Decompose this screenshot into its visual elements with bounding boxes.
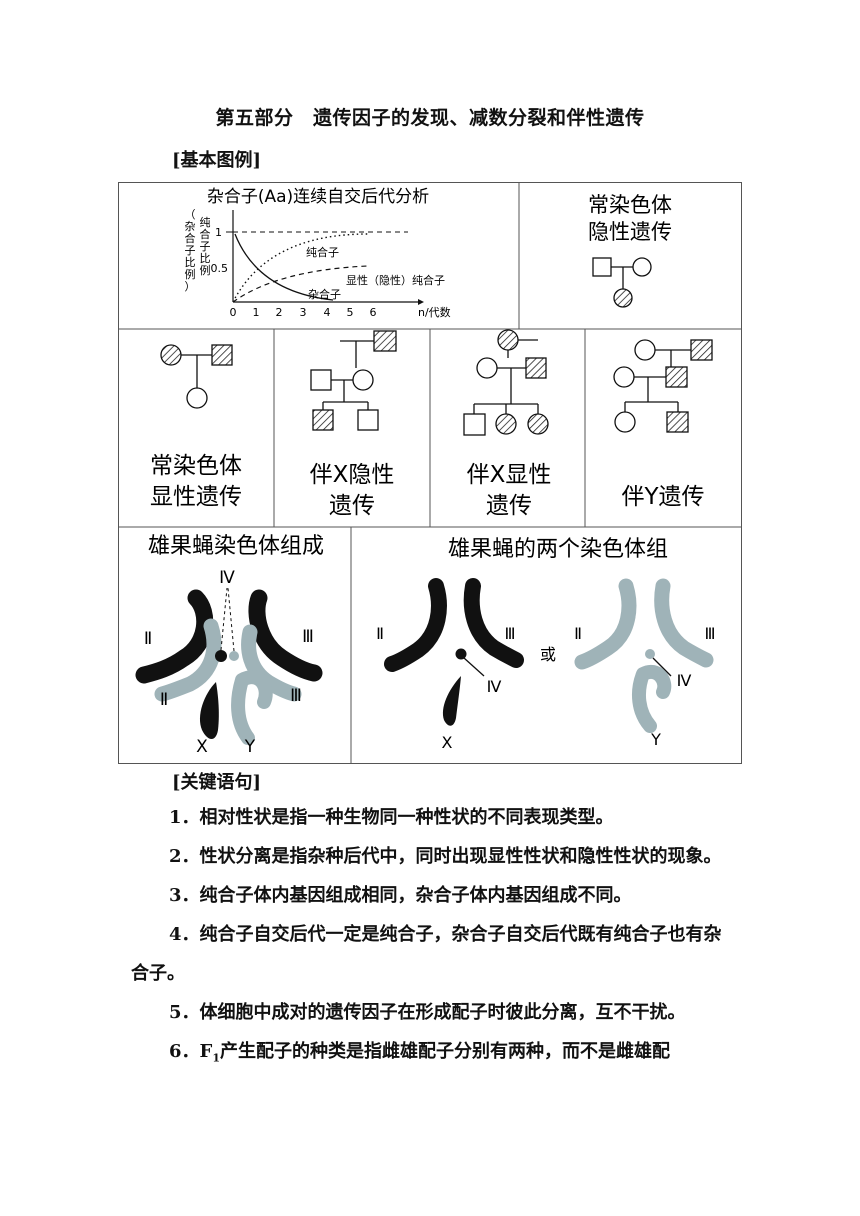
- graph-ylabel: （ 杂 合 子 比 例 ） 纯 合 子 比 例: [185, 208, 211, 293]
- svg-text:例: 例: [200, 263, 211, 277]
- svg-text:Y: Y: [650, 730, 661, 749]
- label-homozygote: 纯合子: [306, 245, 339, 259]
- label-dom-homozygote: 显性（隐性）纯合子: [346, 273, 445, 287]
- chrom-IV-black: [215, 650, 227, 662]
- svg-text:4: 4: [324, 306, 331, 319]
- sentence-6: 6．F1产生配子的种类是指雌雄配子分别有两种，而不是雌雄配: [169, 1041, 670, 1065]
- fk-II-top: Ⅱ: [144, 629, 152, 649]
- homozygote-curve: [232, 233, 369, 303]
- svg-text:2: 2: [276, 306, 283, 319]
- svg-text:纯: 纯: [200, 216, 211, 229]
- sentence-1: 1．相对性状是指一种生物同一种性状的不同表现类型。: [169, 807, 614, 828]
- svg-text:Ⅱ: Ⅱ: [376, 624, 384, 643]
- svg-text:杂: 杂: [185, 220, 196, 233]
- graph-title: 杂合子(Aa)连续自交后代分析: [207, 187, 429, 207]
- svg-text:Ⅲ: Ⅲ: [504, 624, 515, 643]
- svg-text:合: 合: [185, 231, 196, 245]
- fly-sets: 雄果蝇的两个染色体组 Ⅱ Ⅲ Ⅳ X 或 Ⅱ Ⅲ Ⅳ Y: [376, 537, 715, 752]
- ad-label-2: 显性遗传: [150, 484, 242, 510]
- section-heading-sentences: [关键语句]: [172, 772, 262, 793]
- svg-text:比: 比: [185, 256, 196, 269]
- x-axis-arrow: [418, 299, 424, 305]
- svg-text:6: 6: [370, 306, 377, 319]
- x-axis-label: n/代数: [418, 306, 451, 319]
- svg-text:5: 5: [347, 306, 354, 319]
- pedigree-autosomal-recessive: 常染色体 隐性遗传: [588, 193, 672, 308]
- svg-text:比: 比: [200, 252, 211, 265]
- fk-title: 雄果蝇染色体组成: [148, 534, 324, 559]
- svg-text:1: 1: [253, 306, 260, 319]
- svg-text:Ⅲ: Ⅲ: [704, 624, 715, 643]
- fk-II-bottom: Ⅱ: [160, 690, 168, 710]
- pedigree-x-dominant: [463, 329, 549, 436]
- fk-Y: Y: [244, 737, 256, 757]
- heterozygote-curve: [234, 233, 334, 301]
- xd-label-1: 伴X显性: [467, 462, 552, 488]
- svg-text:子: 子: [200, 240, 211, 253]
- selfing-graph: 杂合子(Aa)连续自交后代分析 （ 杂 合 子 比 例 ） 纯 合 子 比 例 …: [185, 187, 451, 319]
- chrom-Y: [231, 670, 273, 745]
- svg-text:合: 合: [200, 227, 211, 241]
- fly-karyotype: 雄果蝇染色体组成 Ⅳ Ⅱ Ⅲ Ⅱ Ⅲ X Y: [135, 534, 324, 757]
- svg-text:X: X: [442, 733, 453, 752]
- chrom-II-gray: [154, 618, 222, 702]
- pedigree-x-recessive: [310, 330, 397, 431]
- chrom-X: [199, 682, 219, 739]
- figure-panel: 杂合子(Aa)连续自交后代分析 （ 杂 合 子 比 例 ） 纯 合 子 比 例 …: [118, 182, 742, 764]
- fk-X: X: [196, 737, 208, 757]
- svg-text:例: 例: [185, 267, 196, 281]
- ad-label-1: 常染色体: [150, 453, 242, 479]
- xr-label-1: 伴X隐性: [310, 462, 395, 488]
- svg-text:）: ）: [185, 280, 196, 293]
- svg-text:Ⅱ: Ⅱ: [574, 624, 582, 643]
- ar-label-2: 隐性遗传: [588, 220, 672, 244]
- svg-text:Ⅳ: Ⅳ: [487, 677, 502, 696]
- fs-title: 雄果蝇的两个染色体组: [448, 537, 668, 562]
- svg-text:子: 子: [185, 244, 196, 257]
- fk-III-top: Ⅲ: [302, 627, 314, 647]
- sentence-4: 4．纯合子自交后代一定是纯合子，杂合子自交后代既有纯合子也有杂合子。: [131, 924, 722, 984]
- svg-text:0: 0: [230, 306, 237, 319]
- page-title: 第五部分 遗传因子的发现、减数分裂和伴性遗传: [215, 107, 645, 129]
- fk-III-bottom: Ⅲ: [290, 686, 302, 706]
- sentence-3: 3．纯合子体内基因组成相同，杂合子体内基因组成不同。: [169, 885, 632, 906]
- key-sentences: 1．相对性状是指一种生物同一种性状的不同表现类型。 2．性状分离是指杂种后代中，…: [131, 798, 731, 1078]
- chrom-II-black: [135, 589, 214, 684]
- ytick-1: 1: [215, 226, 222, 239]
- y-label: 伴Y遗传: [621, 484, 704, 510]
- ytick-05: 0.5: [211, 262, 229, 275]
- chrom-IV-gray: [229, 651, 239, 661]
- table-grid: [118, 182, 742, 764]
- sentence-5: 5．体细胞中成对的遗传因子在形成配子时彼此分离，互不干扰。: [169, 1002, 686, 1023]
- set2-Y: [631, 665, 672, 733]
- svg-text:3: 3: [300, 306, 307, 319]
- xr-label-2: 遗传: [329, 493, 375, 519]
- xd-label-2: 遗传: [486, 493, 532, 519]
- figure-svg: 杂合子(Aa)连续自交后代分析 （ 杂 合 子 比 例 ） 纯 合 子 比 例 …: [118, 182, 742, 764]
- set1-X: [442, 676, 461, 726]
- section-heading-figures: [基本图例]: [172, 150, 262, 171]
- chrom-III-black: [248, 589, 323, 682]
- svg-text:或: 或: [540, 645, 556, 664]
- svg-text:Ⅳ: Ⅳ: [677, 671, 692, 690]
- pedigree-autosomal-dominant: 常染色体 显性遗传: [150, 344, 242, 510]
- ar-label-1: 常染色体: [588, 193, 672, 217]
- fk-IV: Ⅳ: [219, 568, 235, 588]
- svg-text:（: （: [185, 208, 196, 221]
- pedigree-y-linked: [613, 339, 713, 433]
- sentence-2: 2．性状分离是指杂种后代中，同时出现显性性状和隐性性状的现象。: [169, 846, 722, 867]
- dominant-homozygote-curve: [232, 265, 369, 303]
- label-heterozygote: 杂合子: [308, 287, 341, 301]
- x-ticks: 0 1 2 3 4 5 6: [230, 306, 377, 319]
